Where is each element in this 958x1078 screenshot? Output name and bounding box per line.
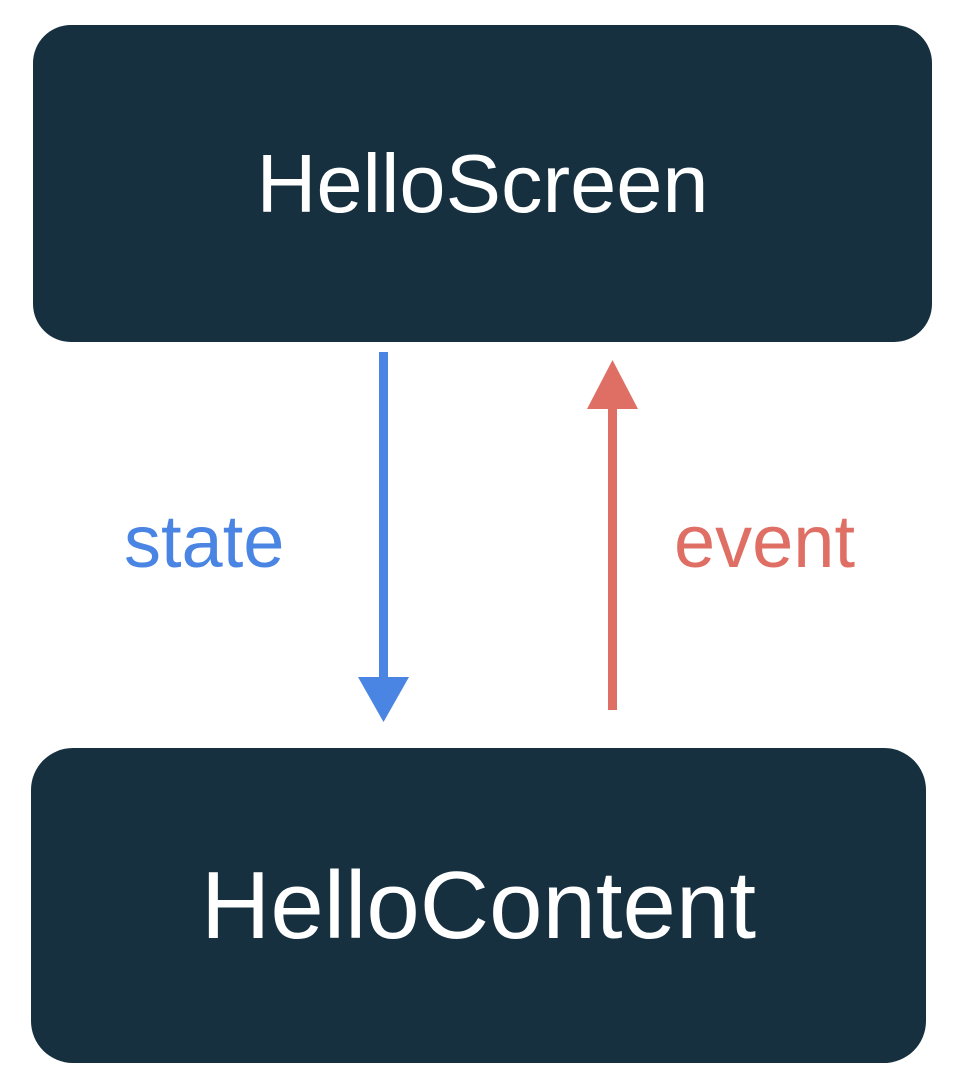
node-hello-screen[interactable]: HelloScreen xyxy=(33,25,932,342)
edge-label-state: state xyxy=(124,500,285,583)
arrow-state-down-icon xyxy=(358,352,409,722)
node-hello-content-label: HelloContent xyxy=(201,851,756,959)
edge-label-event: event xyxy=(674,500,856,583)
arrow-event-up-icon xyxy=(587,360,638,710)
node-hello-content[interactable]: HelloContent xyxy=(31,748,926,1063)
node-hello-screen-label: HelloScreen xyxy=(256,137,709,230)
